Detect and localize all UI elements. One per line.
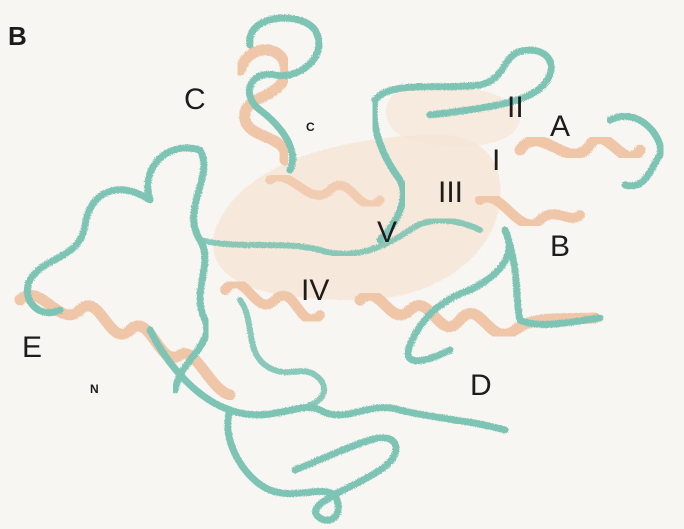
n-terminus-label: N: [90, 383, 99, 395]
helix-a: [520, 138, 640, 156]
helix-d: [360, 295, 595, 334]
c-terminus-label: C: [306, 121, 315, 133]
strand-label-i: I: [492, 146, 500, 176]
helix-label-d: D: [470, 371, 492, 401]
strand-label-v: V: [377, 218, 397, 248]
helix-label-c: C: [184, 85, 206, 115]
coil-left-loop: [27, 148, 200, 313]
strand-label-iii: III: [438, 178, 463, 208]
strand-label-ii: II: [507, 93, 524, 123]
helix-label-b: B: [550, 232, 570, 262]
helix-label-a: A: [550, 112, 570, 142]
beta-sheet-region: [213, 86, 520, 300]
helix-label-e: E: [22, 333, 42, 363]
strand-label-iv: IV: [301, 276, 329, 306]
helix-c: [240, 50, 285, 160]
coil-bottom-loop: [228, 410, 396, 520]
panel-letter-label: B: [8, 23, 27, 49]
